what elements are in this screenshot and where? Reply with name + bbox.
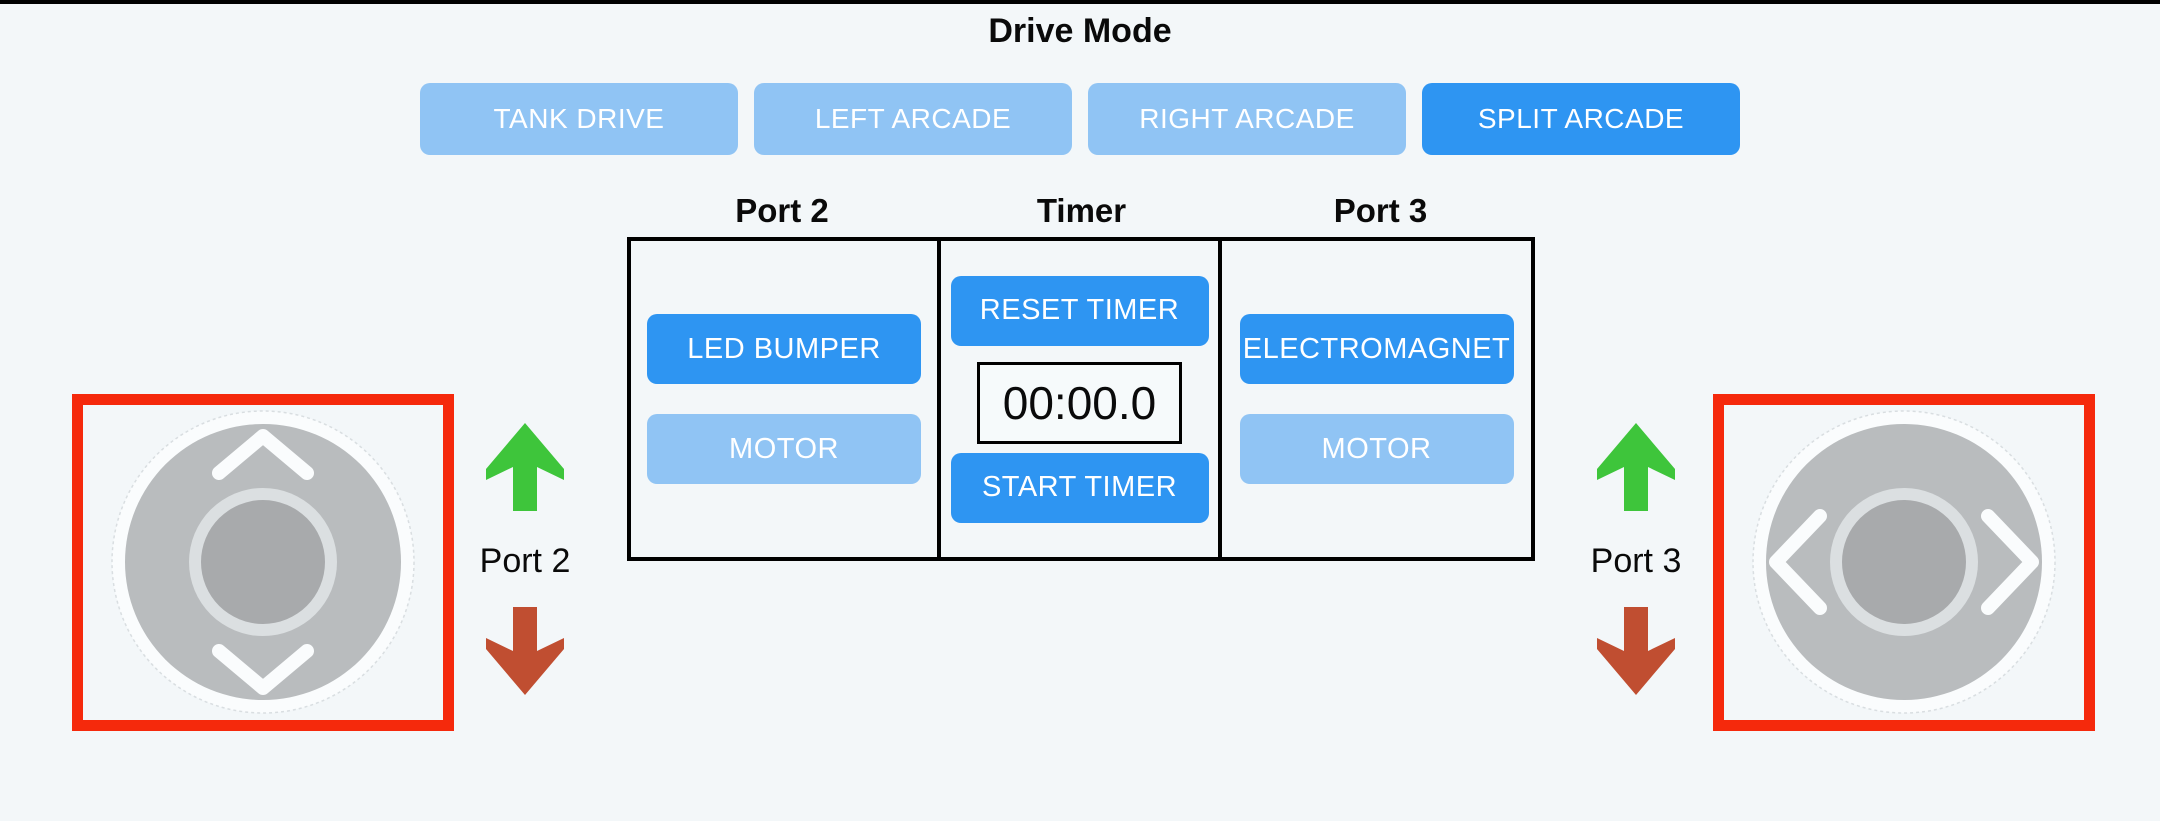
control-table-headers: Port 2 Timer Port 3 (627, 192, 1535, 230)
port3-down-arrow-icon (1597, 607, 1675, 695)
chevron-up-icon (212, 429, 314, 480)
right-arcade-button[interactable]: RIGHT ARCADE (1088, 83, 1406, 155)
joystick-knob[interactable] (1842, 500, 1966, 624)
port3-motor-button[interactable]: MOTOR (1239, 414, 1514, 484)
left-joystick[interactable] (83, 405, 443, 720)
led-bumper-button[interactable]: LED BUMPER (647, 314, 921, 384)
timer-column-header: Timer (1036, 192, 1127, 229)
port3-column-header: Port 3 (1333, 192, 1428, 229)
reset-timer-button[interactable]: RESET TIMER (950, 275, 1209, 346)
left-port-label: Port 2 (479, 542, 571, 580)
split-arcade-button[interactable]: SPLIT ARCADE (1422, 83, 1740, 155)
port3-up-arrow-icon (1597, 423, 1675, 511)
window-top-border (0, 0, 2160, 4)
chevron-left-icon (1769, 509, 1827, 615)
drive-mode-button-row: TANK DRIVE LEFT ARCADE RIGHT ARCADE SPLI… (0, 83, 2160, 155)
port2-motor-button[interactable]: MOTOR (647, 414, 921, 484)
port2-down-arrow-icon (486, 607, 564, 695)
left-arcade-button[interactable]: LEFT ARCADE (754, 83, 1072, 155)
left-joystick-frame (72, 394, 454, 731)
start-timer-button[interactable]: START TIMER (950, 452, 1209, 523)
timer-display: 00:00.0 (977, 361, 1182, 444)
page-title: Drive Mode (988, 12, 1172, 50)
right-joystick-frame (1713, 394, 2095, 731)
chevron-down-icon (212, 644, 314, 695)
electromagnet-button[interactable]: ELECTROMAGNET (1239, 314, 1514, 384)
tank-drive-button[interactable]: TANK DRIVE (420, 83, 738, 155)
right-port-label: Port 3 (1590, 542, 1682, 580)
control-table: LED BUMPER MOTOR RESET TIMER 00:00.0 STA… (627, 237, 1535, 561)
port2-column: LED BUMPER MOTOR (631, 241, 937, 557)
port3-column: ELECTROMAGNET MOTOR (1222, 241, 1531, 557)
port2-column-header: Port 2 (735, 192, 829, 229)
port2-up-arrow-icon (486, 423, 564, 511)
right-joystick[interactable] (1724, 405, 2084, 720)
chevron-right-icon (1981, 509, 2039, 615)
joystick-knob[interactable] (201, 500, 325, 624)
timer-column: RESET TIMER 00:00.0 START TIMER (937, 241, 1222, 557)
